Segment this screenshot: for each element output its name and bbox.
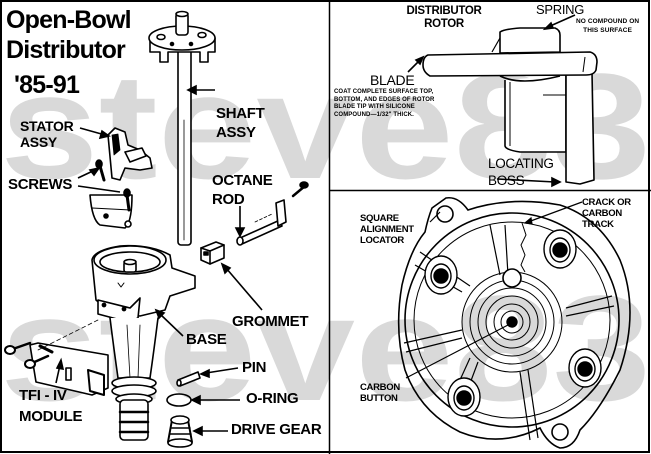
label-screws: SCREWS: [8, 176, 73, 193]
module-screws: [4, 341, 50, 369]
label-spring-note: NO COMPOUND ON THIS SURFACE: [576, 18, 640, 34]
left-leader-lines: [55, 84, 263, 437]
rotor-leader-lines: [407, 14, 576, 188]
label-octane-rod: OCTANE ROD: [212, 172, 273, 208]
rotor-hub: [499, 75, 561, 82]
cap-terminal: [568, 348, 602, 388]
carbon-button: [506, 316, 518, 328]
stator-screws: [95, 159, 131, 212]
title-line-3: '85-91: [14, 71, 80, 99]
rotor-drawing: [422, 27, 598, 185]
grommet: [200, 241, 225, 265]
title-line-1: Open-Bowl: [6, 6, 132, 34]
label-blade: BLADE: [370, 72, 415, 88]
cap-leader-lines: [405, 201, 583, 379]
rotor-panel-title: DISTRIBUTOR ROTOR: [406, 5, 482, 30]
label-grommet: GROMMET: [232, 313, 309, 330]
rotor-spring: [499, 27, 561, 54]
octane-rod: [236, 181, 309, 246]
label-tfi-module: TFI - IV MODULE: [19, 387, 83, 425]
cap-outer-rim: [397, 196, 631, 449]
label-drive-gear: DRIVE GEAR: [231, 421, 322, 438]
rotor-blade: [422, 51, 598, 77]
label-crack-carbon-track: CRACK OR CARBON TRACK: [582, 197, 631, 230]
cap-terminal: [424, 255, 458, 295]
label-pin: PIN: [242, 359, 267, 376]
rotor-body: [504, 75, 567, 153]
stator-assembly: [89, 127, 153, 229]
label-locating-boss: LOCATING BOSS: [488, 156, 554, 188]
label-shaft-assy: SHAFT ASSY: [216, 105, 265, 141]
distributor-cap-drawing: [397, 196, 631, 449]
exploded-view-drawing: [4, 10, 309, 448]
label-base: BASE: [186, 331, 227, 348]
locating-boss: [565, 71, 595, 185]
title-line-2: Distributor: [6, 36, 126, 64]
label-o-ring: O-RING: [246, 390, 299, 407]
cap-terminal: [447, 377, 481, 417]
cap-outer-circle: [404, 212, 620, 428]
label-stator-assy: STATOR ASSY: [20, 118, 74, 150]
cap-terminals: [424, 229, 602, 417]
tfi-module: [29, 319, 109, 396]
label-blade-note: COAT COMPLETE SURFACE TOP, BOTTOM, AND E…: [334, 89, 435, 118]
cap-inner-circle: [413, 221, 611, 419]
crack-track: [520, 222, 527, 273]
cap-terminal: [543, 229, 577, 269]
distributor-base: [91, 244, 196, 441]
shaft-assembly: [148, 10, 216, 246]
drive-gear: [167, 415, 193, 448]
label-spring: SPRING: [536, 2, 585, 17]
label-carbon-button: CARBON BUTTON: [360, 382, 400, 404]
pin: [176, 371, 201, 387]
label-square-alignment-locator: SQUARE ALIGNMENT LOCATOR: [360, 213, 414, 246]
